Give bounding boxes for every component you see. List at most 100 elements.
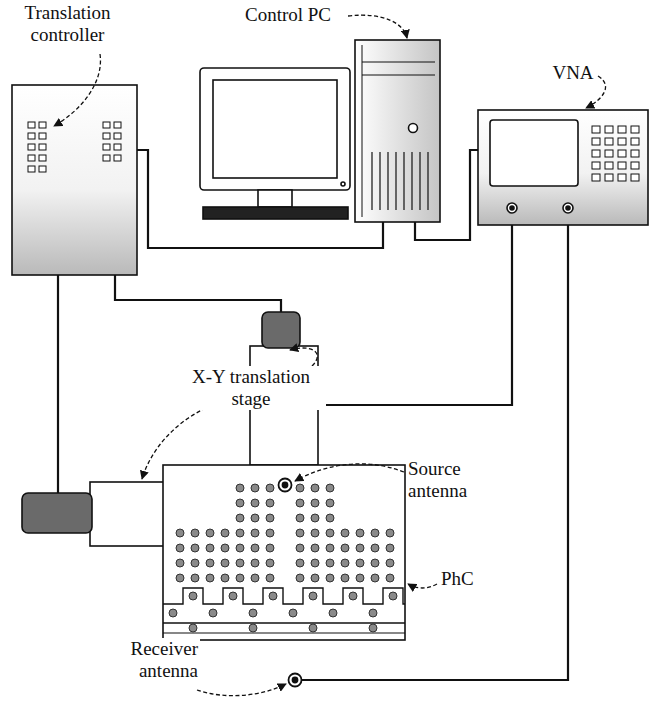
- photonic-crystal: [371, 559, 379, 567]
- photonic-crystal: [206, 559, 214, 567]
- vna-instrument: [618, 174, 626, 181]
- photonic-crystal: [266, 544, 274, 552]
- translation-controller: [39, 133, 46, 139]
- photonic-crystal: [296, 514, 304, 522]
- vna-instrument: [605, 138, 613, 145]
- cable: [57, 275, 59, 493]
- source-antenna: [279, 479, 292, 492]
- leader-arrow: [197, 684, 286, 696]
- photonic-crystal: [356, 574, 364, 582]
- pc-tower: [409, 124, 418, 133]
- vna-instrument: [605, 174, 613, 181]
- photonic-crystal: [221, 559, 229, 567]
- vna-instrument: [631, 126, 639, 133]
- photonic-crystal: [311, 529, 319, 537]
- leader-arrow: [54, 15, 606, 695]
- vna-instrument: [592, 150, 600, 157]
- vna-instrument: [566, 206, 570, 210]
- pc-tower: [427, 152, 428, 210]
- photonic-crystal: [326, 574, 334, 582]
- vna-instrument: [631, 162, 639, 169]
- photonic-crystal: [163, 465, 405, 640]
- pc-tower: [387, 152, 388, 210]
- photonic-crystal: [206, 574, 214, 582]
- photonic-crystal: [356, 544, 364, 552]
- translation-controller: [103, 122, 110, 128]
- translation-controller: [114, 155, 121, 161]
- monitor: [213, 80, 337, 178]
- photonic-crystal: [236, 484, 244, 492]
- vna-instrument: [592, 138, 600, 145]
- photonic-crystal: [309, 624, 317, 632]
- photonic-crystal: [369, 624, 377, 632]
- pc-tower: [371, 152, 372, 210]
- photonic-crystal: [326, 559, 334, 567]
- pc-tower: [411, 152, 412, 210]
- photonic-crystal: [311, 574, 319, 582]
- photonic-crystal: [189, 592, 197, 600]
- photonic-crystal: [191, 544, 199, 552]
- x-translation-stage: [22, 493, 92, 533]
- photonic-crystal: [296, 544, 304, 552]
- y-translation-stage: [262, 312, 300, 348]
- photonic-crystal: [251, 559, 259, 567]
- photonic-crystal: [206, 544, 214, 552]
- photonic-crystal: [266, 574, 274, 582]
- translation-controller: [114, 133, 121, 139]
- translation-controller: [12, 85, 137, 275]
- photonic-crystal: [249, 624, 257, 632]
- vna-instrument: [592, 162, 600, 169]
- translation-controller: [39, 155, 46, 161]
- leader-arrow: [348, 15, 407, 38]
- translation-controller: [28, 166, 35, 172]
- translation-controller: [103, 133, 110, 139]
- pc-tower: [355, 40, 440, 222]
- photonic-crystal: [296, 484, 304, 492]
- vna-instrument: [631, 174, 639, 181]
- leader-arrow: [295, 464, 404, 481]
- photonic-crystal: [309, 592, 317, 600]
- vna-instrument: [510, 206, 514, 210]
- photonic-crystal: [163, 622, 405, 623]
- photonic-crystal: [266, 499, 274, 507]
- photonic-crystal: [371, 529, 379, 537]
- photonic-crystal: [221, 574, 229, 582]
- photonic-crystal: [176, 559, 184, 567]
- part-label: Control PC: [228, 4, 348, 26]
- part-label: PhC: [439, 568, 485, 590]
- photonic-crystal: [251, 544, 259, 552]
- leader-arrow: [408, 584, 437, 588]
- translation-controller: [28, 122, 121, 172]
- leader-arrow: [142, 408, 206, 479]
- translation-controller: [114, 144, 121, 150]
- translation-controller: [28, 122, 35, 128]
- photonic-crystal: [311, 559, 319, 567]
- pc-tower: [379, 152, 380, 210]
- photonic-crystal: [341, 544, 349, 552]
- photonic-crystal: [341, 529, 349, 537]
- photonic-crystal: [163, 588, 405, 604]
- photonic-crystal: [356, 529, 364, 537]
- photonic-crystal: [329, 609, 337, 617]
- translation-controller: [28, 144, 35, 150]
- vna-instrument: [631, 138, 639, 145]
- photonic-crystal: [236, 574, 244, 582]
- photonic-crystal: [386, 574, 394, 582]
- photonic-crystal: [326, 529, 334, 537]
- photonic-crystal: [289, 609, 297, 617]
- vna-instrument: [618, 150, 626, 157]
- leader-arrow: [54, 54, 100, 126]
- translation-controller: [12, 85, 137, 275]
- photonic-crystal: [176, 529, 184, 537]
- pc-tower: [362, 62, 435, 63]
- photonic-crystal: [221, 544, 229, 552]
- pc-tower: [403, 152, 404, 210]
- photonic-crystal: [326, 499, 334, 507]
- photonic-crystal: [251, 514, 259, 522]
- pc-tower: [395, 152, 396, 210]
- photonic-crystal: [296, 574, 304, 582]
- photonic-crystal: [221, 529, 229, 537]
- translation-controller: [114, 122, 121, 128]
- pc-tower: [362, 75, 435, 76]
